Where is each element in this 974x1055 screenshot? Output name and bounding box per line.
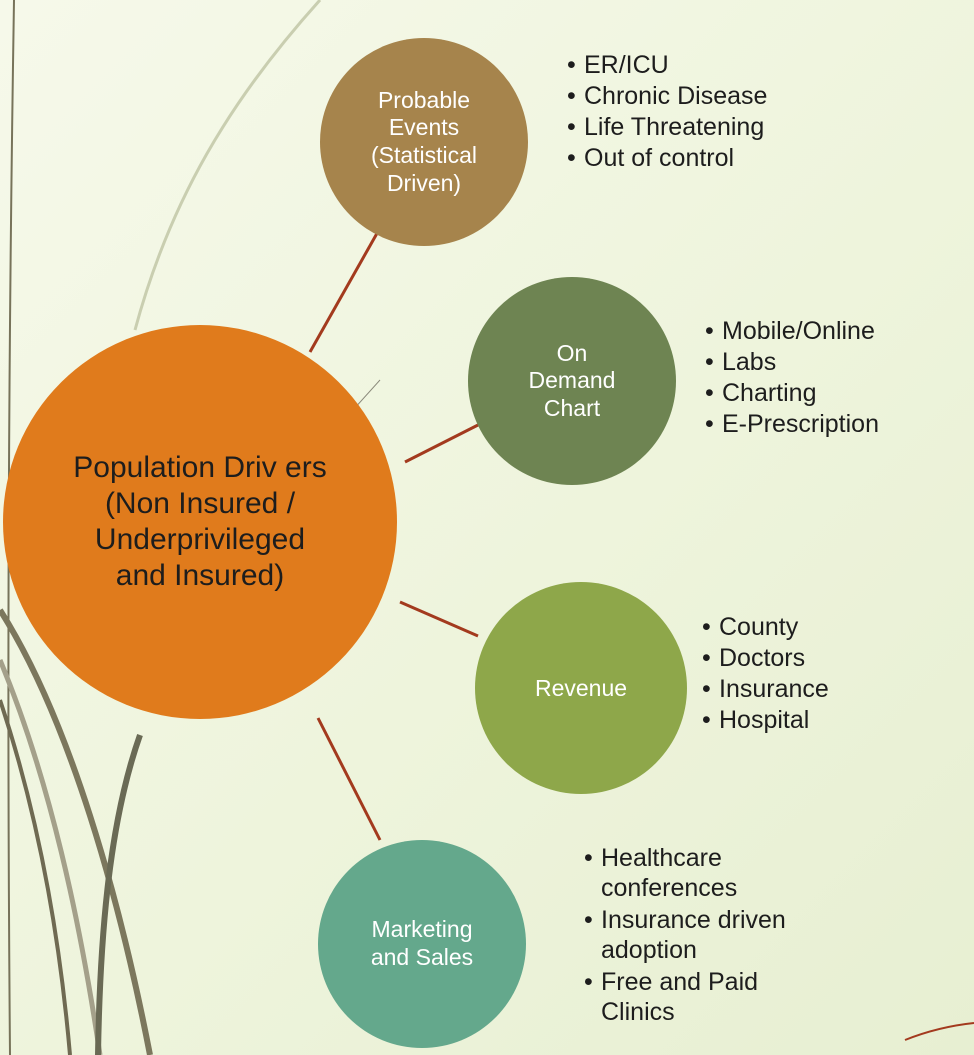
on-demand-chart-circle: On Demand Chart — [468, 277, 676, 485]
probable-events-list: ER/ICU Chronic Disease Life Threatening … — [567, 50, 887, 174]
marketing-and-sales-circle: Marketing and Sales — [318, 840, 526, 1048]
decor-curve — [95, 734, 143, 1055]
list-item: Out of control — [567, 143, 887, 174]
marketing-and-sales-label: Marketing and Sales — [370, 916, 474, 970]
list-item: ER/ICU — [567, 50, 887, 81]
probable-events-circle: Probable Events (Statistical Driven) — [320, 38, 528, 246]
list-item: Chronic Disease — [567, 81, 887, 112]
list-item: Mobile/Online — [705, 316, 974, 347]
revenue-list: County Doctors Insurance Hospital — [702, 612, 952, 736]
decor-curve — [7, 0, 15, 1055]
center-circle: Population Driv ers (Non Insured / Under… — [3, 325, 397, 719]
decor-curve — [133, 0, 322, 331]
decor-curve — [904, 1022, 974, 1041]
list-item: Healthcare conferences — [584, 843, 884, 903]
revenue-label: Revenue — [534, 674, 628, 701]
list-item: County — [702, 612, 952, 643]
decor-curve — [0, 659, 103, 1055]
on-demand-chart-label: On Demand Chart — [528, 339, 616, 421]
list-item: Free and Paid Clinics — [584, 967, 884, 1027]
on-demand-chart-list: Mobile/Online Labs Charting E-Prescripti… — [705, 316, 974, 440]
marketing-and-sales-list: Healthcare conferences Insurance driven … — [584, 843, 884, 1029]
probable-events-label: Probable Events (Statistical Driven) — [370, 86, 478, 196]
connector-line — [404, 423, 479, 464]
list-item: Insurance — [702, 674, 952, 705]
list-item: Doctors — [702, 643, 952, 674]
center-label: Population Driv ers (Non Insured / Under… — [73, 451, 327, 592]
list-item: Life Threatening — [567, 112, 887, 143]
list-item: Hospital — [702, 705, 952, 736]
connector-line — [399, 600, 479, 638]
connector-line — [316, 717, 382, 841]
list-item: Charting — [705, 378, 974, 409]
connector-line — [308, 227, 382, 353]
decor-curve — [0, 699, 72, 1055]
revenue-circle: Revenue — [475, 582, 687, 794]
list-item: Insurance driven adoption — [584, 905, 884, 965]
decor-curve — [0, 608, 153, 1055]
list-item: E-Prescription — [705, 409, 974, 440]
list-item: Labs — [705, 347, 974, 378]
